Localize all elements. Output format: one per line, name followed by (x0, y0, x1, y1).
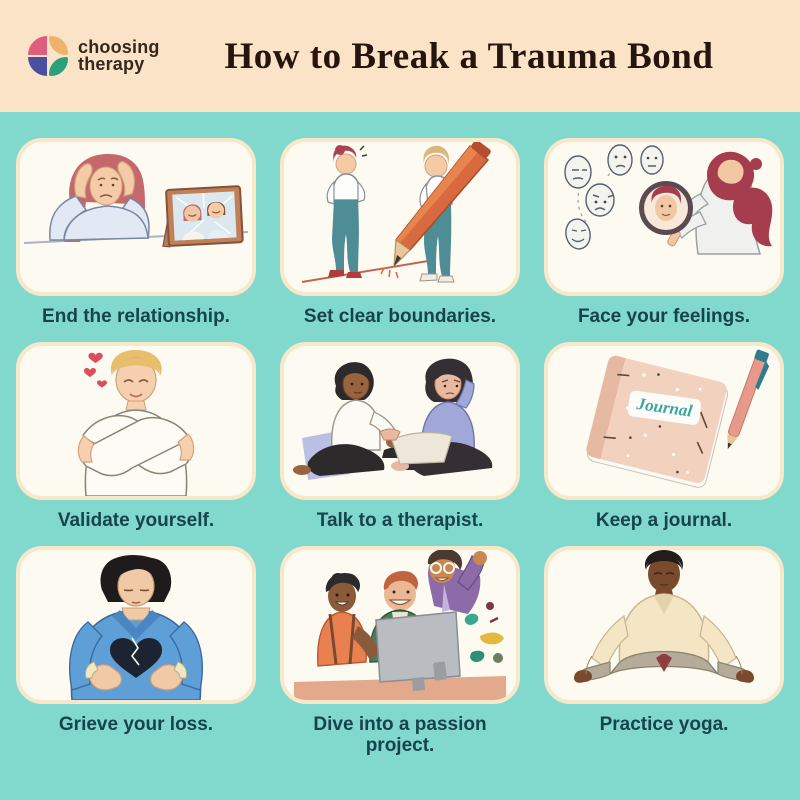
illustration-card (544, 545, 784, 704)
two-people-talking-on-floor-illustration (293, 358, 493, 480)
header: choosing therapy How to Break a Trauma B… (0, 0, 800, 112)
illustration-card (280, 341, 520, 500)
step-card-validate-yourself: Validate yourself. (16, 341, 256, 532)
step-caption: Face your feelings. (577, 306, 751, 327)
choosing-therapy-logo-icon (28, 36, 68, 76)
woman-mirror-emotion-masks-illustration (564, 144, 773, 255)
illustration-card (16, 341, 256, 500)
step-card-keep-journal: Journal Keep a journal. (544, 341, 784, 532)
step-caption: Validate yourself. (57, 509, 215, 531)
illustration-card (16, 545, 256, 704)
illustration-card (280, 138, 520, 296)
man-holding-black-heart-illustration (69, 554, 203, 700)
step-card-passion-project: Dive into a passion project. (280, 545, 520, 757)
step-card-face-feelings: Face your feelings. (544, 138, 784, 328)
step-caption: Grieve your loss. (58, 713, 214, 735)
illustration-card: Journal (544, 341, 784, 500)
steps-grid: End the relationship. (0, 112, 800, 757)
woman-grieving-broken-photo-illustration (23, 154, 249, 248)
step-caption: Keep a journal. (595, 509, 733, 531)
logo-line1: choosing (78, 36, 160, 57)
illustration-card (544, 138, 784, 296)
choosing-therapy-logo: choosing therapy (28, 36, 178, 76)
man-self-hug-hearts-illustration (77, 349, 195, 496)
women-drawing-line-giant-pencil-illustration (301, 142, 491, 283)
team-celebrating-at-computer-illustration (294, 549, 506, 700)
logo-line2: therapy (78, 54, 145, 74)
logo-wordmark: choosing therapy (78, 36, 160, 74)
step-card-end-relationship: End the relationship. (16, 138, 256, 328)
illustration-card (280, 545, 520, 704)
step-card-grieve-loss: Grieve your loss. (16, 545, 256, 757)
step-card-talk-therapist: Talk to a therapist. (280, 341, 520, 532)
step-caption: Dive into a passion project. (313, 713, 487, 756)
page-title: How to Break a Trauma Bond (224, 35, 714, 77)
illustration-card (16, 138, 256, 296)
step-card-practice-yoga: Practice yoga. (544, 545, 784, 757)
step-caption: End the relationship. (42, 306, 230, 327)
man-lotus-pose-illustration (574, 549, 754, 683)
step-caption: Talk to a therapist. (316, 509, 484, 531)
step-caption: Practice yoga. (599, 713, 729, 735)
journal-and-pen-illustration: Journal (586, 349, 770, 488)
step-caption: Set clear boundaries. (303, 306, 497, 327)
step-card-set-boundaries: Set clear boundaries. (280, 138, 520, 328)
